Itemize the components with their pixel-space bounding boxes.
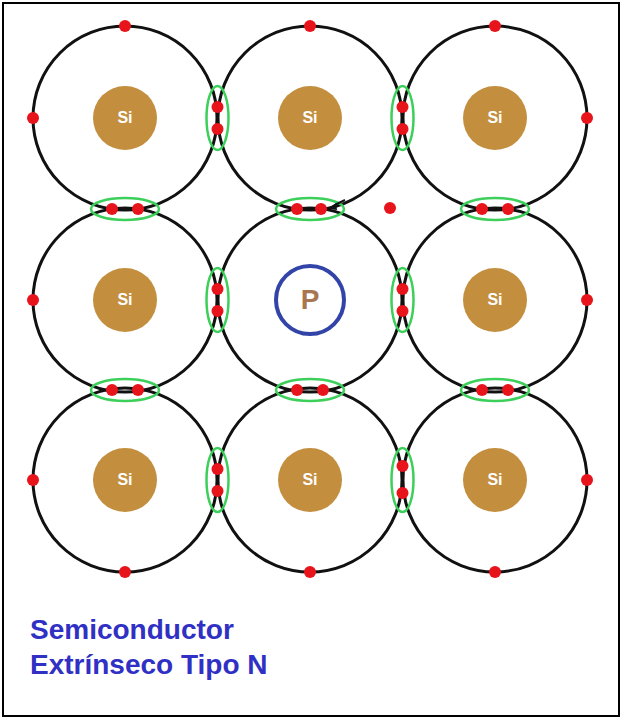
electron [397, 460, 409, 472]
bond [207, 86, 229, 150]
electron [106, 384, 118, 396]
orbit [33, 388, 217, 572]
electron [212, 305, 224, 317]
electron [119, 566, 131, 578]
bonds [91, 86, 529, 512]
orbit [403, 26, 587, 210]
electron [581, 294, 593, 306]
electron [397, 487, 409, 499]
bond [392, 86, 414, 150]
element-symbol: Si [487, 110, 502, 126]
bond [461, 198, 529, 220]
element-symbol: Si [302, 472, 317, 488]
electron [106, 203, 118, 215]
phosphorus-atom: P [274, 264, 346, 336]
electron [304, 566, 316, 578]
electron [397, 123, 409, 135]
free-electron [384, 202, 396, 214]
electron [502, 384, 514, 396]
bond [276, 198, 344, 220]
element-symbol: Si [117, 292, 132, 308]
caption: Semiconductor Extrínseco Tipo N [30, 612, 330, 682]
electron [581, 112, 593, 124]
electron [476, 384, 488, 396]
electron [212, 101, 224, 113]
electron [397, 305, 409, 317]
silicon-atom: Si [93, 448, 157, 512]
electron [315, 203, 327, 215]
electron [212, 485, 224, 497]
silicon-atom: Si [278, 86, 342, 150]
orbit [33, 208, 217, 392]
bond [392, 448, 414, 512]
orbits [33, 26, 587, 572]
silicon-atom: Si [463, 268, 527, 332]
electron [132, 203, 144, 215]
electron [212, 283, 224, 295]
bond [207, 268, 229, 332]
bond [207, 448, 229, 512]
frame [3, 3, 619, 716]
orbit [33, 26, 217, 210]
electron [291, 384, 303, 396]
electron [317, 384, 329, 396]
orbit [403, 388, 587, 572]
electron [581, 474, 593, 486]
element-symbol: Si [302, 110, 317, 126]
orbit [218, 208, 402, 392]
electron [119, 20, 131, 32]
electron [212, 463, 224, 475]
bond [91, 198, 159, 220]
electron [27, 112, 39, 124]
element-symbol: Si [487, 292, 502, 308]
arrow-head [328, 203, 337, 210]
bond [91, 379, 159, 401]
orbit [218, 26, 402, 210]
bond [392, 268, 414, 332]
element-symbol: Si [117, 110, 132, 126]
electron [27, 474, 39, 486]
bond [276, 379, 344, 401]
electron [489, 566, 501, 578]
orbit [218, 388, 402, 572]
silicon-atom: Si [278, 448, 342, 512]
electron [304, 20, 316, 32]
electron [476, 203, 488, 215]
silicon-atom: Si [463, 86, 527, 150]
silicon-atom: Si [93, 268, 157, 332]
electron [212, 123, 224, 135]
electron [132, 384, 144, 396]
electrons [27, 20, 593, 578]
bond [461, 379, 529, 401]
element-symbol: Si [117, 472, 132, 488]
electron [27, 294, 39, 306]
electron [502, 203, 514, 215]
electron [397, 283, 409, 295]
element-symbol: Si [487, 472, 502, 488]
orbit [403, 208, 587, 392]
electron [291, 203, 303, 215]
element-symbol: P [301, 286, 320, 314]
silicon-atom: Si [93, 86, 157, 150]
electron [397, 101, 409, 113]
silicon-atom: Si [463, 448, 527, 512]
electron [489, 20, 501, 32]
